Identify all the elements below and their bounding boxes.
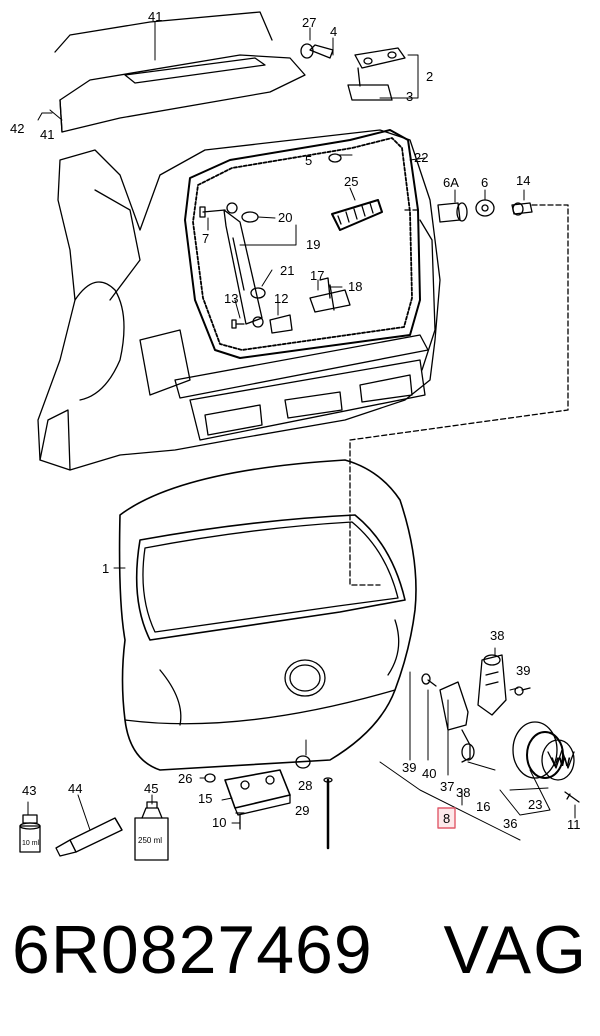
- bolts-group: [199, 153, 351, 334]
- callout-20: 20: [278, 210, 292, 225]
- callout-43: 43: [22, 783, 36, 798]
- callout-6: 6: [481, 175, 488, 190]
- callout-8: 8: [443, 811, 450, 826]
- callout-2: 2: [426, 69, 433, 84]
- bottle-45: [134, 801, 169, 861]
- callout-39-right: 39: [516, 663, 530, 678]
- callout-22: 22: [414, 150, 428, 165]
- part-number: 6R0827469: [12, 912, 373, 988]
- leader-lines: [27, 21, 576, 841]
- callout-7: 7: [202, 231, 209, 246]
- callout-18: 18: [348, 279, 362, 294]
- tube-44: [55, 817, 123, 857]
- screw-10: [235, 812, 245, 830]
- callout-28: 28: [298, 778, 312, 793]
- exploded-parts-diagram: 41 42 41 27 4 2 3 5 22 25 6A 6 14 7 20 1…: [10, 9, 581, 861]
- callout-labels: 41 42 41 27 4 2 3 5 22 25 6A 6 14 7 20 1…: [10, 9, 581, 832]
- callout-40: 40: [422, 766, 436, 781]
- callout-1: 1: [102, 561, 109, 576]
- callout-12: 12: [274, 291, 288, 306]
- callout-29: 29: [295, 803, 309, 818]
- callout-4: 4: [330, 24, 337, 39]
- emblem-logo: VW: [551, 755, 571, 769]
- lock-cylinder-38: [477, 654, 531, 716]
- callout-27: 27: [302, 15, 316, 30]
- gas-strut: [223, 202, 264, 328]
- door-seal: [184, 129, 436, 371]
- label-250ml: 250 ml: [138, 836, 162, 845]
- grommet-28: [295, 755, 311, 769]
- hinge-assembly: [300, 43, 406, 101]
- callout-17: 17: [310, 268, 324, 283]
- brand-name: VAG: [443, 912, 588, 988]
- callout-14: 14: [516, 173, 530, 188]
- callout-13: 13: [224, 291, 238, 306]
- callout-21: 21: [280, 263, 294, 278]
- caption-bar: 6R0827469 VAG: [12, 900, 588, 1000]
- callout-36: 36: [503, 816, 517, 831]
- callout-3: 3: [406, 89, 413, 104]
- callout-25: 25: [344, 174, 358, 189]
- callout-6a: 6A: [443, 175, 459, 190]
- screw-11: [564, 791, 580, 803]
- callout-44: 44: [68, 781, 82, 796]
- callout-5: 5: [305, 153, 312, 168]
- label-10ml: 10 ml: [22, 840, 40, 847]
- callout-19: 19: [306, 237, 320, 252]
- buffers-6-14: [437, 199, 533, 223]
- callout-42: 42: [10, 121, 24, 136]
- rear-emblem: [512, 721, 575, 781]
- rear-spoiler: [54, 11, 306, 133]
- callout-41-top: 41: [148, 9, 162, 24]
- callout-11: 11: [567, 817, 581, 832]
- callout-16: 16: [476, 799, 490, 814]
- latch-switch: [421, 673, 475, 763]
- callout-15: 15: [198, 791, 212, 806]
- rear-body-panel: [37, 129, 441, 471]
- group-lines: [349, 204, 569, 586]
- callout-38-lower: 38: [456, 785, 470, 800]
- callout-10: 10: [212, 815, 226, 830]
- lock-mechanism: [224, 769, 291, 816]
- callout-38-upper: 38: [490, 628, 504, 643]
- tailgate: [118, 459, 417, 771]
- callout-45: 45: [144, 781, 158, 796]
- callout-41-side: 41: [40, 127, 54, 142]
- nut-26: [204, 773, 216, 783]
- callout-39-left: 39: [402, 760, 416, 775]
- highlight-box-8: [437, 807, 456, 829]
- rod-29: [323, 777, 333, 850]
- container-43: [19, 814, 41, 853]
- rubber-stop: [331, 199, 383, 231]
- callout-26: 26: [178, 771, 192, 786]
- callout-37: 37: [440, 779, 454, 794]
- callout-23: 23: [528, 797, 542, 812]
